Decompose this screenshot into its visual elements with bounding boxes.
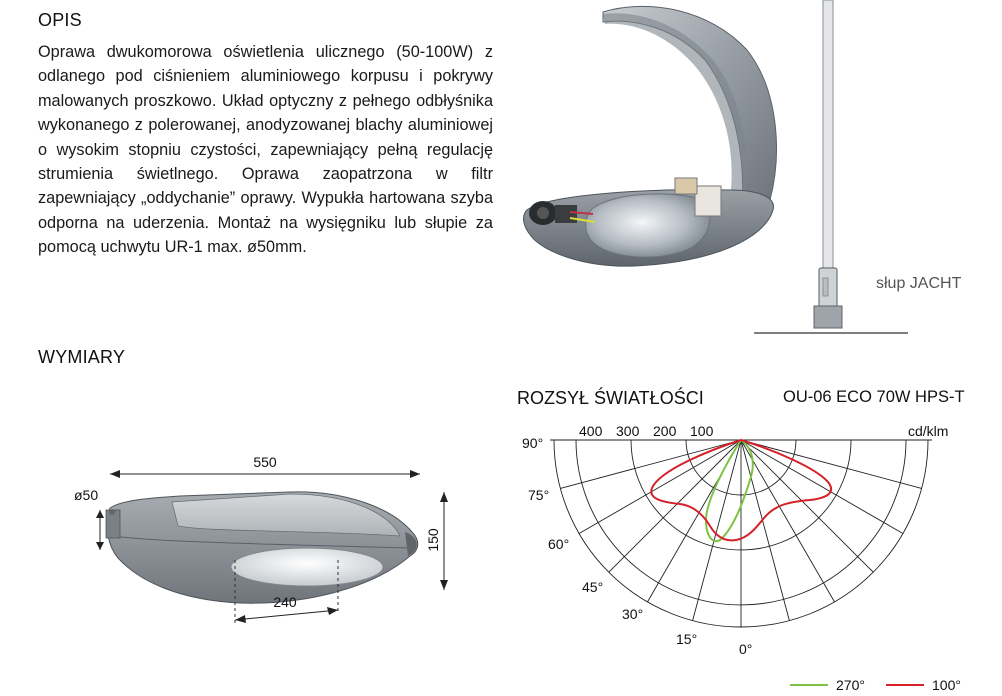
photometric-model: OU-06 ECO 70W HPS-T: [783, 388, 965, 406]
polar-spoke: [740, 439, 922, 489]
polar-radial-label-400: 400: [579, 423, 603, 439]
curve-270: [704, 438, 754, 543]
polar-angle-60: 60°: [548, 536, 569, 552]
polar-angle-15: 15°: [676, 631, 697, 647]
polar-angle-75: 75°: [528, 487, 549, 503]
polar-spoke: [740, 439, 904, 534]
dim-glass-label: 240: [273, 594, 297, 610]
polar-radial-label-100: 100: [690, 423, 714, 439]
dim-diameter-label: ø50: [74, 487, 98, 503]
dim-height-label: 150: [425, 528, 441, 552]
dimension-drawing: 550 ø50 240 150: [74, 454, 448, 625]
polar-angle-30: 30°: [622, 606, 643, 622]
pole-caption: słup JACHT: [876, 275, 962, 292]
wymiary-heading: WYMIARY: [38, 347, 126, 367]
polar-spoke: [608, 439, 742, 573]
polar-diagram: cd/klm 400 300 200 100 90° 75° 60° 45° 3…: [522, 423, 961, 693]
polar-radial-label-200: 200: [653, 423, 677, 439]
polar-spoke: [578, 439, 742, 534]
polar-angle-0: 0°: [739, 641, 752, 657]
dim-length-label: 550: [253, 454, 277, 470]
legend-label-270: 270°: [836, 677, 865, 693]
polar-radial-label-300: 300: [616, 423, 640, 439]
pole-drawing: [754, 0, 908, 334]
polar-angle-45: 45°: [582, 579, 603, 595]
curve-100: [650, 438, 833, 542]
polar-spoke: [560, 439, 742, 489]
polar-spoke: [740, 439, 835, 603]
polar-spoke: [692, 439, 742, 621]
opis-heading: OPIS: [38, 10, 82, 30]
legend-label-100: 100°: [932, 677, 961, 693]
description-text: Oprawa dwukomorowa oświetlenia ulicznego…: [38, 43, 493, 257]
photometric-title: ROZSYŁ ŚWIATŁOŚCI: [517, 388, 704, 408]
luminaire-photo: [523, 5, 777, 267]
polar-spoke: [740, 439, 874, 573]
polar-angle-90: 90°: [522, 435, 543, 451]
polar-spoke: [740, 439, 790, 621]
polar-unit-label: cd/klm: [908, 423, 948, 439]
